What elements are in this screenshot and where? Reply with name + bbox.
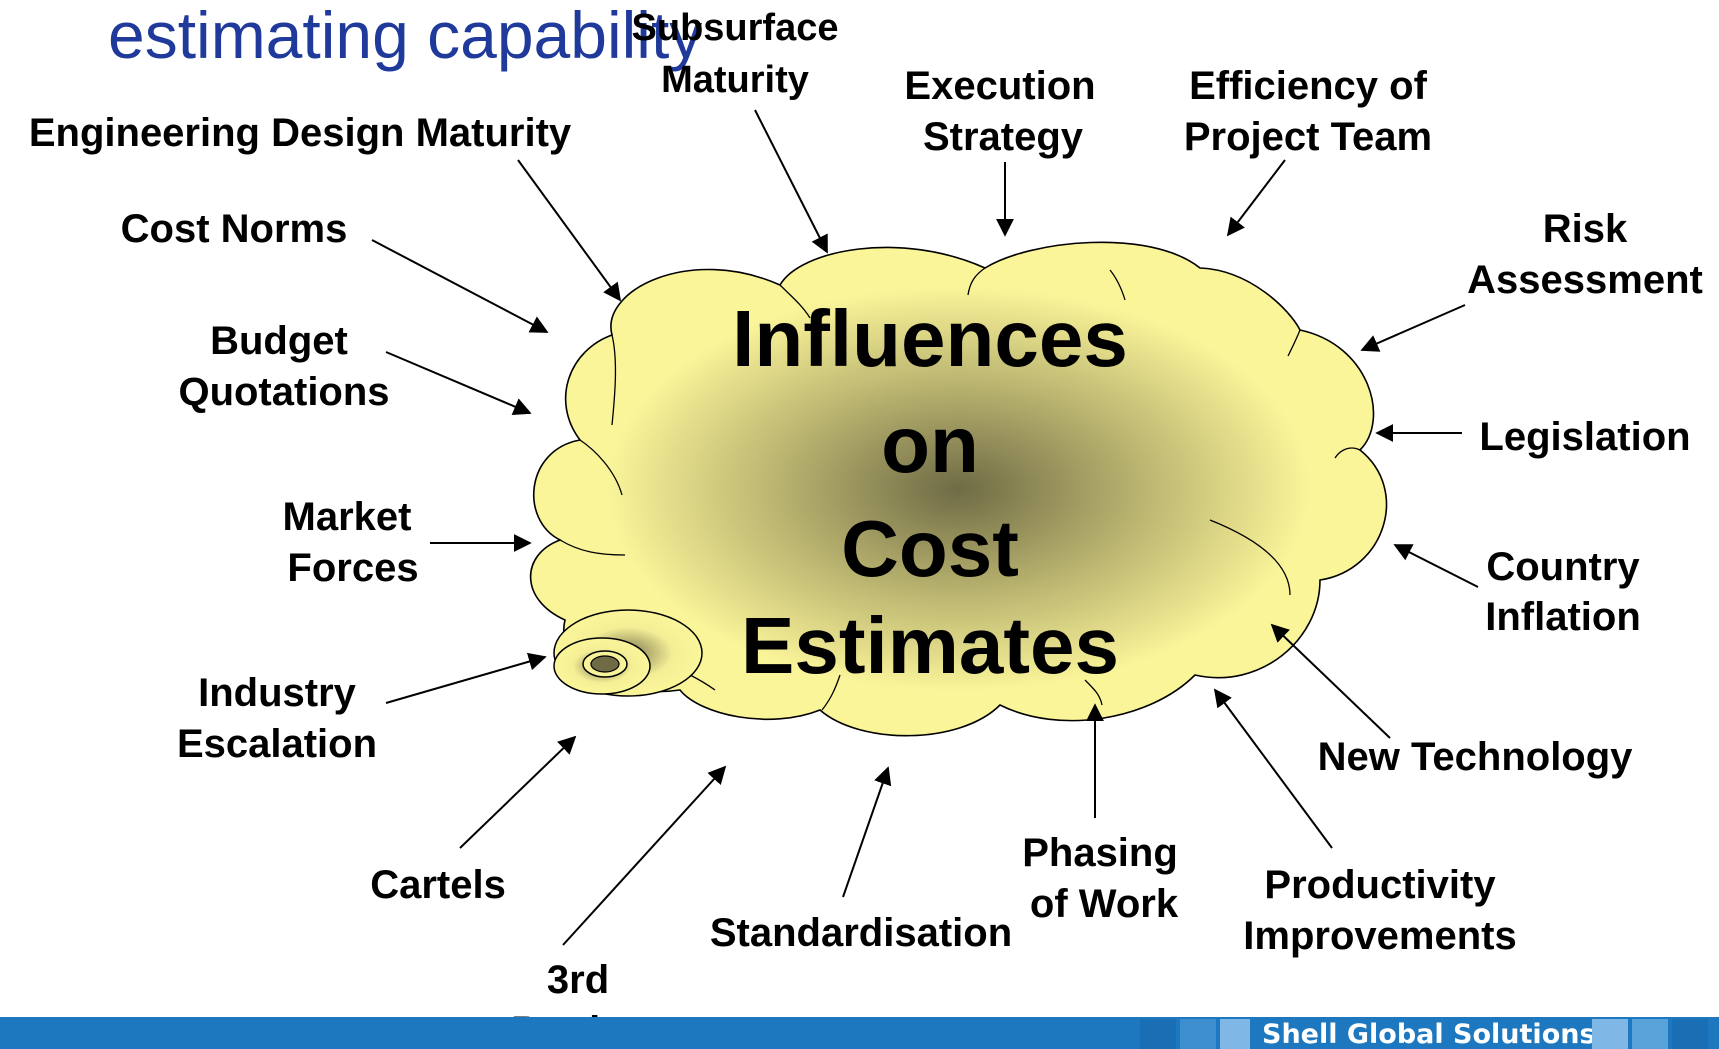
footer-bar: Shell Global Solutions — [0, 1017, 1719, 1049]
footer-tile — [1632, 1019, 1668, 1049]
arrow-industry-escalation — [385, 652, 547, 704]
svg-text:Escalation: Escalation — [177, 722, 377, 766]
label-legislation: Legislation — [1479, 415, 1690, 459]
svg-text:Market: Market — [283, 495, 412, 539]
arrow-country-inflation — [1393, 544, 1479, 588]
footer-tile — [1672, 1019, 1708, 1049]
svg-text:Maturity: Maturity — [661, 59, 809, 101]
arrow-engineering-design-maturity — [517, 159, 622, 302]
svg-text:Cost Norms: Cost Norms — [121, 207, 348, 251]
arrow-subsurface-maturity — [754, 109, 828, 254]
slide-title: estimating capability — [108, 0, 702, 72]
svg-text:of Work: of Work — [1030, 882, 1179, 926]
center-label-line-2: on — [881, 400, 979, 489]
label-new-technology: New Technology — [1318, 735, 1634, 779]
label-cost-norms: Cost Norms — [121, 207, 348, 251]
svg-text:Budget: Budget — [210, 319, 348, 363]
label-budget-quotations: Budget Quotations — [178, 319, 389, 414]
svg-text:3rd: 3rd — [547, 958, 609, 1002]
arrow-3rd-parties — [562, 765, 727, 946]
label-cartels: Cartels — [370, 863, 506, 907]
svg-text:Engineering Design Maturity: Engineering Design Maturity — [29, 111, 572, 155]
footer-tile — [1140, 1019, 1176, 1049]
svg-text:Project Team: Project Team — [1184, 115, 1432, 159]
arrow-productivity-improvements — [1213, 688, 1333, 849]
label-market-forces: Market Forces — [283, 495, 419, 590]
svg-text:Industry: Industry — [198, 671, 357, 715]
arrows — [371, 109, 1479, 946]
svg-text:Quotations: Quotations — [178, 370, 389, 414]
svg-text:Subsurface: Subsurface — [632, 7, 839, 49]
svg-text:Phasing: Phasing — [1022, 831, 1178, 875]
center-label: Influences on Cost Estimates — [732, 294, 1128, 690]
svg-text:Legislation: Legislation — [1479, 415, 1690, 459]
svg-text:Forces: Forces — [287, 546, 418, 590]
arrow-risk-assessment — [1360, 304, 1466, 352]
footer-tile — [1180, 1019, 1216, 1049]
label-efficiency-of-project-team: Efficiency of Project Team — [1184, 64, 1432, 159]
svg-text:Improvements: Improvements — [1243, 914, 1516, 958]
arrow-new-technology — [1270, 623, 1391, 739]
label-country-inflation: Country Inflation — [1485, 545, 1641, 639]
svg-text:Cartels: Cartels — [370, 863, 506, 907]
svg-text:Assessment: Assessment — [1467, 258, 1703, 302]
label-execution-strategy: Execution Strategy — [904, 64, 1095, 159]
svg-text:Inflation: Inflation — [1485, 595, 1641, 639]
svg-text:Country: Country — [1486, 545, 1640, 589]
label-productivity-improvements: Productivity Improvements — [1243, 863, 1516, 958]
svg-text:Execution: Execution — [904, 64, 1095, 108]
svg-text:Efficiency of: Efficiency of — [1189, 64, 1428, 108]
center-label-line-3: Cost — [841, 504, 1019, 593]
label-industry-escalation: Industry Escalation — [177, 671, 377, 766]
arrow-efficiency-of-project-team — [1226, 159, 1286, 237]
label-engineering-design-maturity: Engineering Design Maturity — [29, 111, 572, 155]
label-phasing-of-work: Phasing of Work — [1022, 831, 1179, 926]
arrow-budget-quotations — [385, 351, 532, 415]
center-label-line-1: Influences — [732, 294, 1128, 383]
svg-text:Productivity: Productivity — [1264, 863, 1496, 907]
label-standardisation: Standardisation — [710, 911, 1012, 955]
label-risk-assessment: Risk Assessment — [1467, 207, 1703, 302]
cloud-shape — [529, 241, 1388, 737]
thought-bubble-small — [582, 650, 628, 678]
svg-text:New Technology: New Technology — [1318, 735, 1634, 779]
svg-text:Standardisation: Standardisation — [710, 911, 1012, 955]
label-subsurface-maturity: Subsurface Maturity — [632, 7, 839, 101]
footer-tile — [1220, 1019, 1250, 1049]
arrow-cartels — [459, 735, 577, 849]
footer-tile — [1592, 1019, 1628, 1049]
svg-text:Strategy: Strategy — [923, 115, 1084, 159]
arrow-cost-norms — [371, 239, 549, 333]
svg-text:Risk: Risk — [1543, 207, 1628, 251]
footer-brand: Shell Global Solutions — [1262, 1019, 1596, 1049]
center-label-line-4: Estimates — [741, 601, 1119, 690]
arrow-standardisation — [842, 766, 892, 898]
